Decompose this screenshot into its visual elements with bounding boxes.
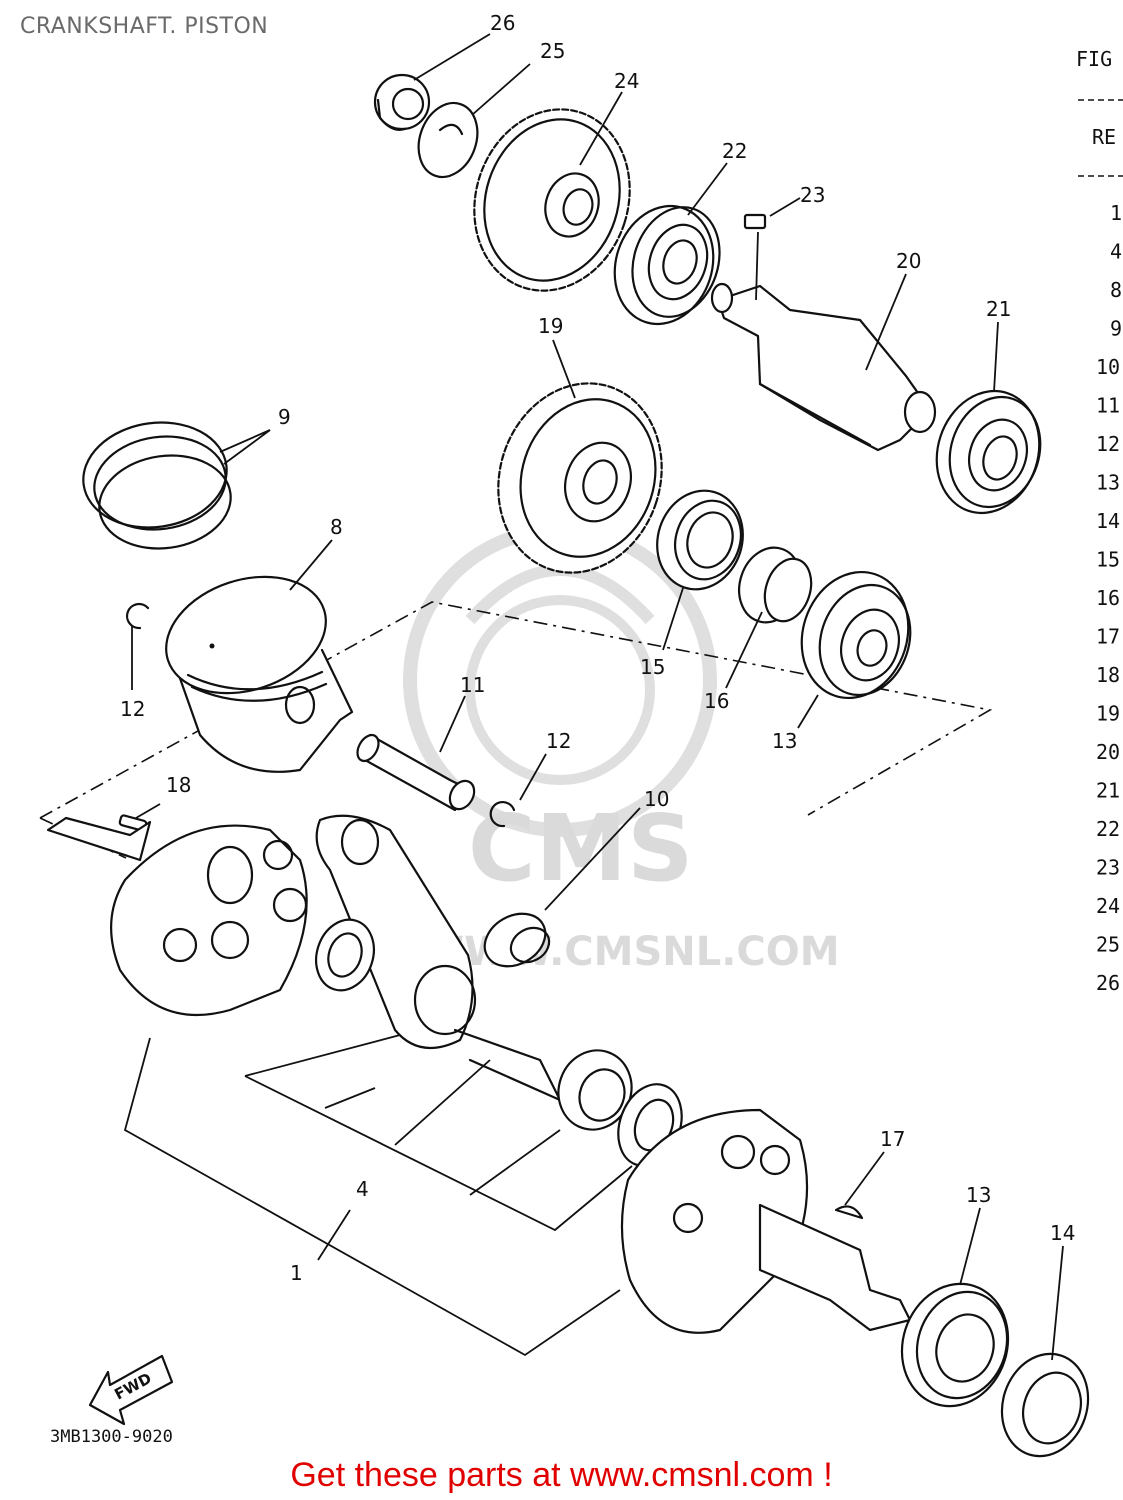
cta-text: Get these parts at www.cmsnl.com ! [290,1456,833,1494]
assembly-bracket-lines [123,1034,633,1357]
callout-24: 24 [614,69,639,93]
legend-ref-15: 15 [1096,548,1120,572]
callout-22: 22 [722,139,747,163]
part-19-primary-gear [497,382,663,574]
part-14-oil-seal [1000,1352,1090,1458]
legend-ref-10: 10 [1096,355,1120,379]
callout-25: 25 [540,39,565,63]
part-12-circlip-left [125,603,150,630]
part-16-collar [738,546,813,624]
legend-ref-1: 1 [1110,201,1122,225]
part-13-bearing-lower [900,1282,1010,1408]
legend-ref-24: 24 [1096,894,1120,918]
part-20-balancer-shaft [710,282,937,452]
legend-ref-19: 19 [1096,702,1120,726]
callout-8: 8 [330,515,343,539]
part-12-circlip-right [489,800,516,828]
diagram-code: 3MB1300-9020 [50,1427,173,1447]
part-25-lock-washer [417,101,479,179]
reference-legend: FIG RE 148910111213141516171819202122232… [1076,47,1123,995]
callout-21: 21 [986,297,1011,321]
part-9-piston-rings [82,421,232,550]
callout-4: 4 [356,1177,369,1201]
part-11-piston-pin [356,733,476,812]
watermark-logo-text: CMS [468,795,693,902]
legend-ref-9: 9 [1110,317,1122,341]
part-8-piston [165,575,354,773]
callout-20: 20 [896,249,921,273]
part-13-bearing-upper [800,570,912,700]
page-title: CRANKSHAFT. PISTON [20,14,269,39]
legend-ref-18: 18 [1096,663,1120,687]
callout-labels: 26 25 24 22 23 20 21 19 9 8 12 11 12 10 … [120,11,1075,1285]
callout-19: 19 [538,314,563,338]
legend-ref-21: 21 [1096,779,1120,803]
callout-13b: 13 [966,1183,991,1207]
legend-ref-22: 22 [1096,817,1120,841]
callout-17: 17 [880,1127,905,1151]
callout-15: 15 [640,655,665,679]
legend-ref-13: 13 [1096,471,1120,495]
legend-ref-23: 23 [1096,856,1120,880]
part-26-nut [373,73,431,131]
callout-18: 18 [166,773,191,797]
callout-14: 14 [1050,1221,1075,1245]
callout-12b: 12 [546,729,571,753]
legend-ref-20: 20 [1096,740,1120,764]
legend-ref-17: 17 [1096,625,1120,649]
callout-12a: 12 [120,697,145,721]
part-1-crank-right-half [620,1108,912,1334]
callout-10: 10 [644,787,669,811]
callout-13a: 13 [772,729,797,753]
fwd-arrow: FWD [88,1354,174,1426]
legend-ref-8: 8 [1110,278,1122,302]
callout-26: 26 [490,11,515,35]
callout-1: 1 [290,1261,303,1285]
part-23-woodruff-key [743,213,767,230]
part-10-needle-bearing [483,912,551,968]
callout-23: 23 [800,183,825,207]
legend-header-ref: RE [1092,125,1116,149]
callout-9: 9 [278,405,291,429]
legend-ref-4: 4 [1110,240,1122,264]
part-22-bearing [613,204,721,326]
part-24-drive-gear [473,108,631,292]
legend-ref-12: 12 [1096,432,1120,456]
part-17-key [834,1205,864,1220]
legend-header-fig: FIG [1076,47,1112,71]
legend-ref-11: 11 [1096,394,1120,418]
legend-ref-16: 16 [1096,586,1120,610]
leader-lines [131,33,1064,1361]
part-4-connecting-rod [315,814,562,1102]
legend-ref-26: 26 [1096,971,1120,995]
part-21-bearing [935,389,1042,515]
callout-16: 16 [704,689,729,713]
watermark-url-text: WWW.CMSNL.COM [420,929,840,975]
callout-11: 11 [460,673,485,697]
legend-ref-14: 14 [1096,509,1120,533]
part-1-crank-left-half [46,816,308,1017]
part-15-oil-seal [656,489,744,591]
legend-ref-25: 25 [1096,933,1120,957]
